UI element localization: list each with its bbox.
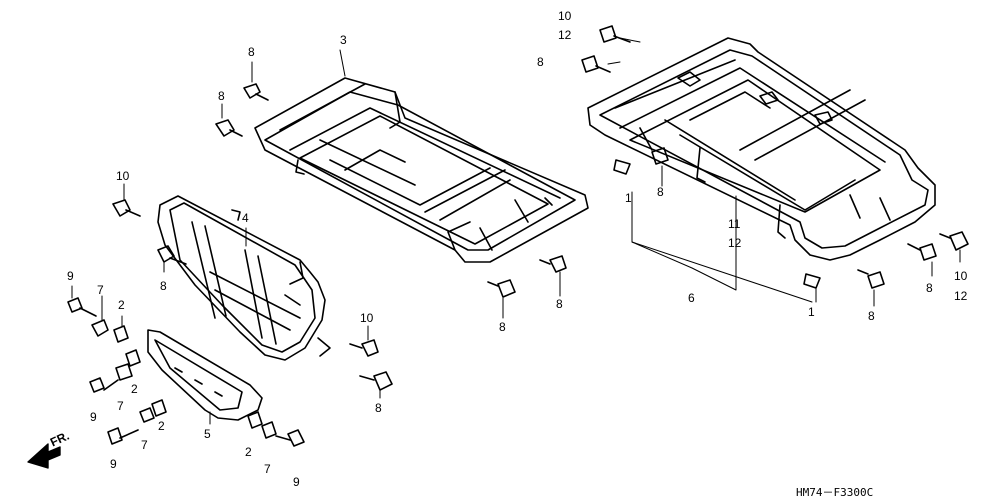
callout-2-d: 2 xyxy=(245,445,252,459)
callout-10-top: 10 xyxy=(558,9,572,23)
callout-7-d: 7 xyxy=(264,462,271,476)
callout-2-b: 2 xyxy=(131,382,138,396)
callout-2-a: 2 xyxy=(118,298,125,312)
callout-10-right: 10 xyxy=(954,269,968,283)
leader-lines xyxy=(71,37,961,425)
callout-8-b: 8 xyxy=(218,89,225,103)
callout-7-b: 7 xyxy=(117,399,124,413)
callout-10-mid: 10 xyxy=(360,311,374,325)
callout-4: 4 xyxy=(242,211,249,225)
callout-8-g: 8 xyxy=(657,185,664,199)
callout-12-mid: 12 xyxy=(728,236,742,250)
callout-6: 6 xyxy=(688,291,695,305)
callout-11: 11 xyxy=(728,217,741,231)
callout-8-e: 8 xyxy=(556,297,563,311)
callout-12-right: 12 xyxy=(954,289,968,303)
callout-7-a: 7 xyxy=(97,283,104,297)
front-carrier xyxy=(254,77,589,263)
callout-8-top-right: 8 xyxy=(537,55,544,69)
callout-9-c: 9 xyxy=(110,457,117,471)
callout-9-a: 9 xyxy=(67,269,74,283)
bolt-parts xyxy=(67,25,969,447)
callout-3: 3 xyxy=(340,33,347,47)
callout-8-a: 8 xyxy=(248,45,255,59)
callout-1-b: 1 xyxy=(808,305,815,319)
callout-8-c: 8 xyxy=(160,279,167,293)
callout-8-h: 8 xyxy=(868,309,875,323)
callout-9-d: 9 xyxy=(293,475,300,489)
callout-8-i: 8 xyxy=(926,281,933,295)
front-direction-arrow xyxy=(27,443,61,469)
front-guard xyxy=(157,195,331,361)
diagram-code: HM74－F3300C xyxy=(796,486,874,499)
callout-7-c: 7 xyxy=(141,438,148,452)
callout-10-left: 10 xyxy=(116,169,130,183)
rear-carrier xyxy=(587,37,936,261)
callout-9-b: 9 xyxy=(90,410,97,424)
skid-plate xyxy=(147,329,263,421)
callout-12-top: 12 xyxy=(558,28,572,42)
callout-8-f: 8 xyxy=(375,401,382,415)
callout-5: 5 xyxy=(204,427,211,441)
callout-2-c: 2 xyxy=(158,419,165,433)
callout-8-d: 8 xyxy=(499,320,506,334)
callout-1-a: 1 xyxy=(625,191,632,205)
